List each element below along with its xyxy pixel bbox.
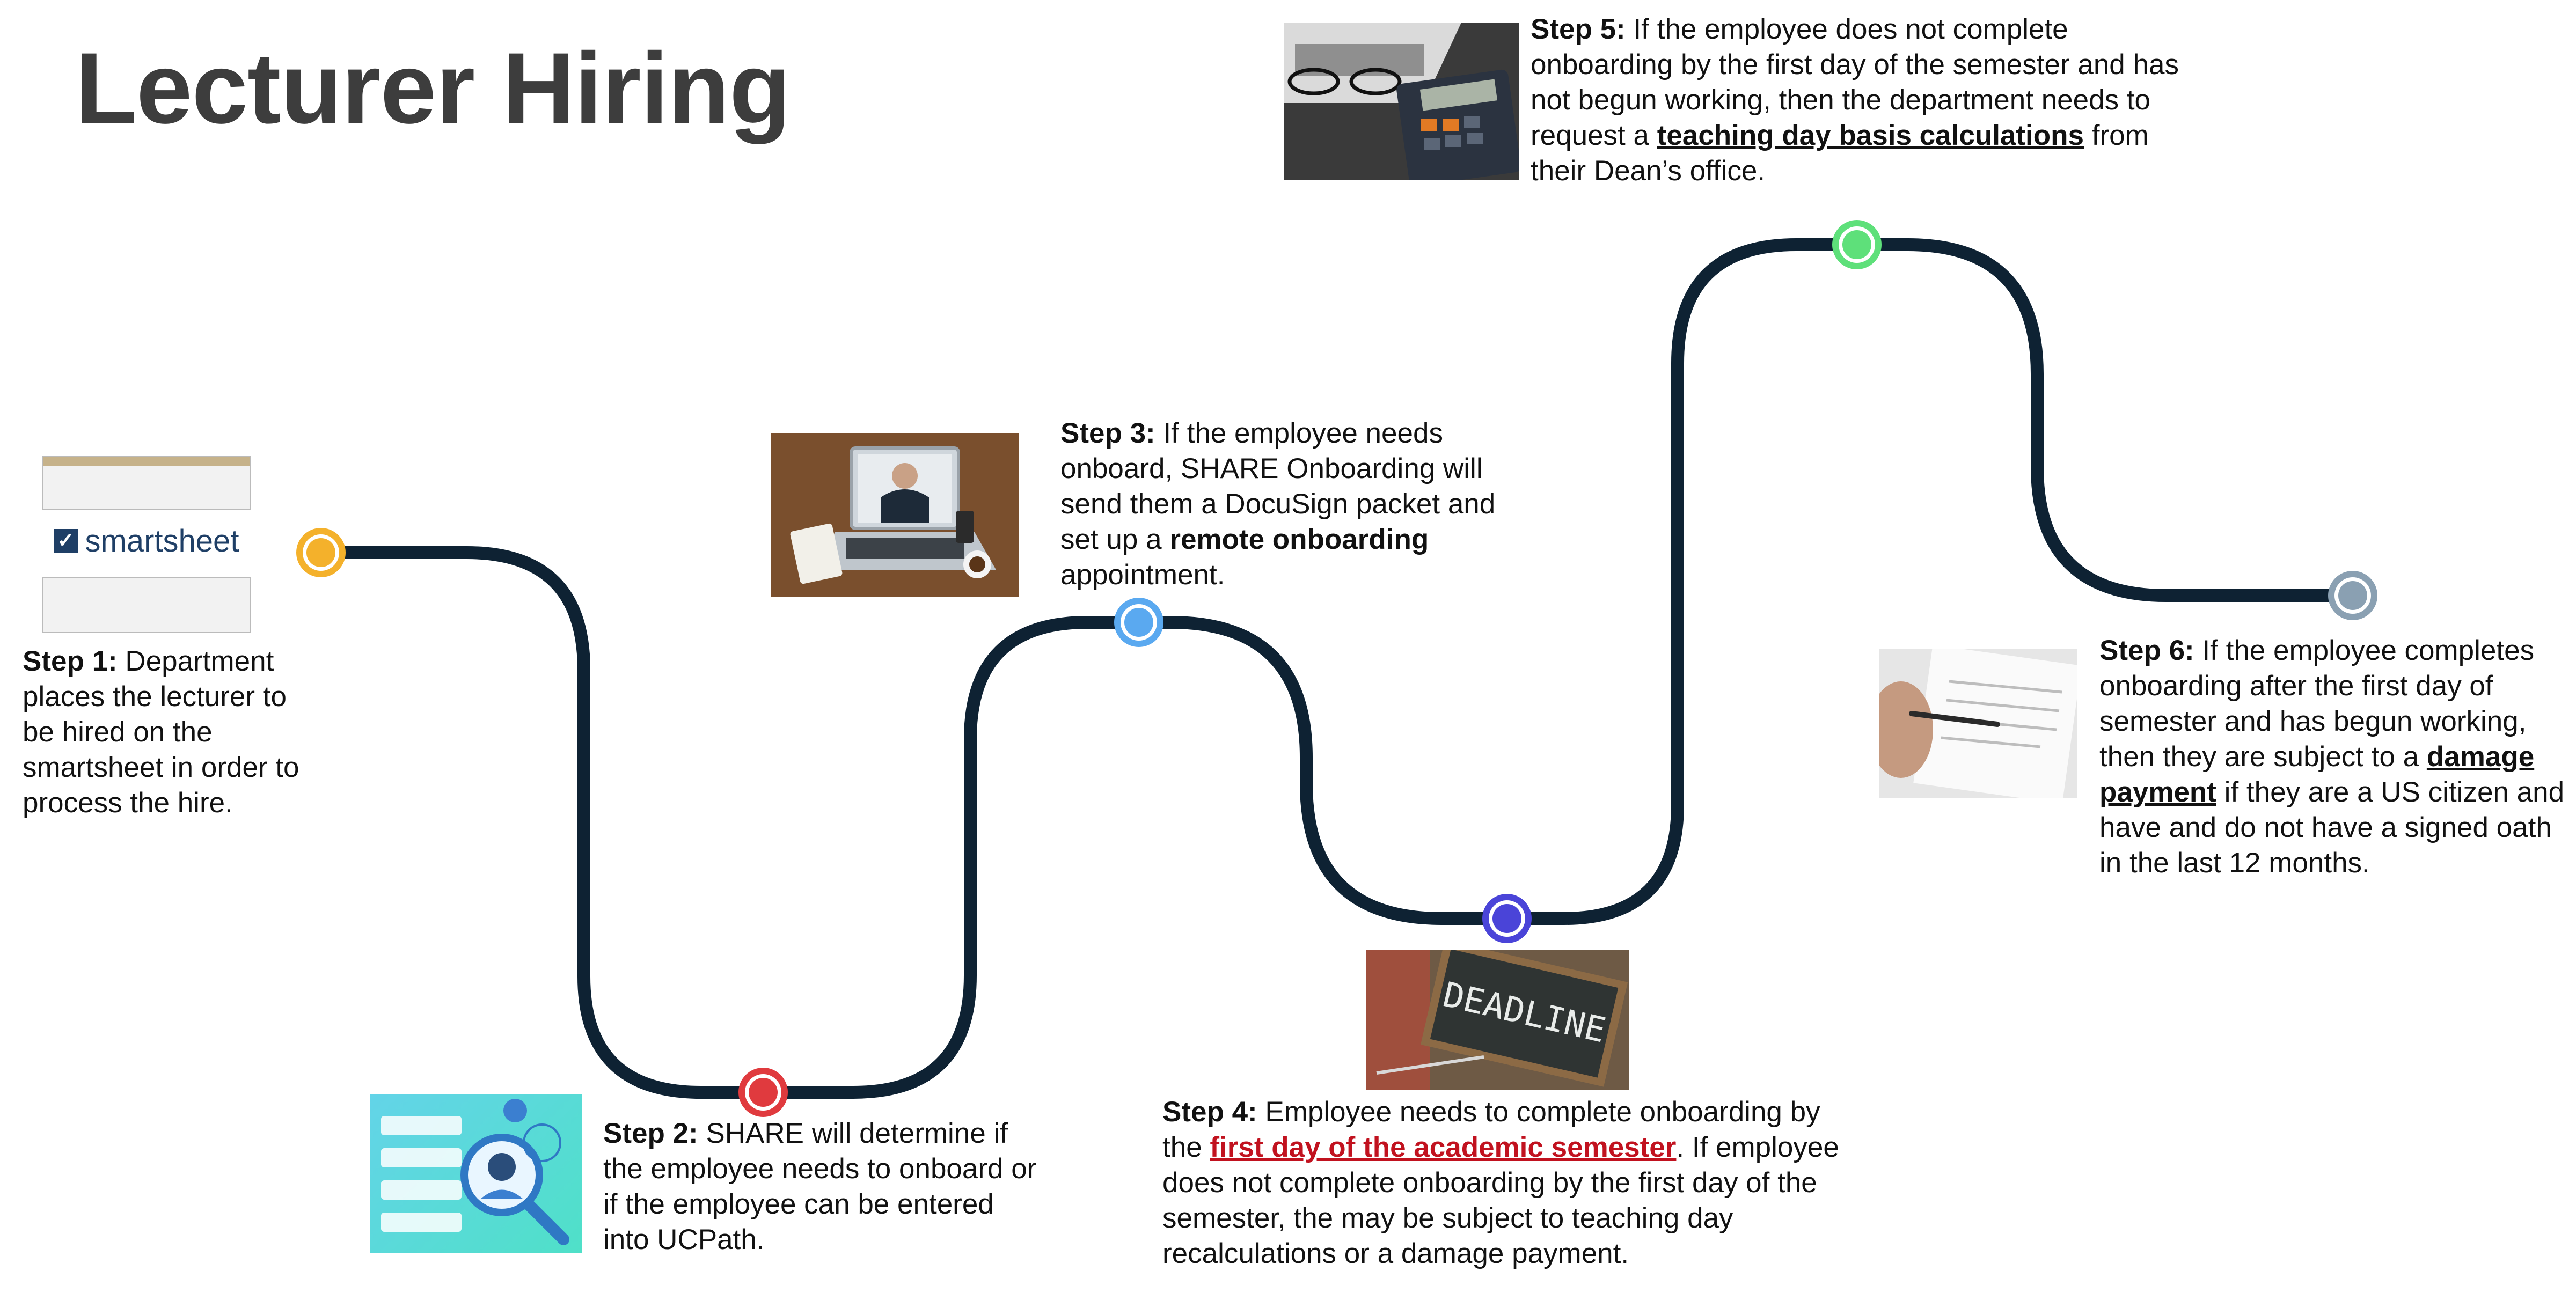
step-5-marker-dot: [1842, 230, 1871, 259]
check-icon: ✓: [54, 529, 78, 553]
step-6-description-a: If the employee completes onboarding aft…: [2099, 635, 2535, 773]
smartsheet-logo: ✓ smartsheet: [42, 519, 251, 562]
step-2-description: SHARE will determine if the employee nee…: [603, 1118, 1037, 1255]
step-2-marker-dot: [749, 1078, 778, 1107]
step-1-label: Step 1:: [23, 645, 118, 677]
first-day-of-semester-link[interactable]: first day of the academic semester: [1210, 1132, 1677, 1163]
calculator-illustration: [1284, 23, 1519, 180]
step-6-text: Step 6: If the employee completes onboar…: [2099, 633, 2572, 881]
step-5-text: Step 5: If the employee does not complet…: [1531, 12, 2207, 189]
step-1-text: Step 1: Department places the lecturer t…: [23, 644, 312, 821]
step-2-label: Step 2:: [603, 1118, 698, 1149]
spreadsheet-thumbnail-top: [42, 456, 251, 510]
step-2-text: Step 2: SHARE will determine if the empl…: [603, 1116, 1043, 1258]
calculator-laptop-image: [1284, 23, 1519, 180]
step-4-description-b: . If employee does not complete onboardi…: [1162, 1132, 1839, 1269]
step-2-marker: [738, 1068, 788, 1117]
signing-illustration: [1879, 649, 2077, 798]
step-3-marker-dot: [1124, 608, 1153, 637]
share-search-image: [370, 1094, 582, 1253]
deadline-illustration: DEADLINE: [1366, 950, 1629, 1090]
step-6-label: Step 6:: [2099, 635, 2194, 666]
roadmap-path: [314, 238, 2359, 1099]
step-6-marker: [2328, 571, 2377, 620]
step-3-description-b: appointment.: [1060, 559, 1225, 591]
laptop-video-call-illustration: [771, 433, 1019, 597]
step-4-marker: [1482, 894, 1532, 943]
step-4-label: Step 4:: [1162, 1096, 1257, 1128]
search-profile-illustration: [381, 1099, 569, 1245]
remote-onboarding-emphasis: remote onboarding: [1169, 524, 1429, 555]
step-3-label: Step 3:: [1060, 417, 1155, 449]
step-3-text: Step 3: If the employee needs onboard, S…: [1060, 416, 1533, 593]
remote-onboarding-image: [771, 433, 1019, 597]
step-5-marker: [1832, 220, 1882, 269]
spreadsheet-thumbnail-bottom: [42, 577, 251, 633]
step-6-marker-dot: [2338, 581, 2367, 610]
step-5-label: Step 5:: [1531, 13, 1626, 45]
page-title: Lecturer Hiring: [75, 32, 791, 144]
step-4-marker-dot: [1492, 904, 1521, 933]
step-3-marker: [1114, 598, 1163, 647]
damage-payment-link[interactable]: damage payment: [2099, 741, 2535, 808]
smartsheet-logo-text: smartsheet: [85, 523, 239, 559]
teaching-day-basis-calculations-link[interactable]: teaching day basis calculations: [1657, 120, 2084, 151]
step-5-description-b: from their Dean’s office.: [1531, 120, 2149, 187]
step-1-description: Department places the lecturer to be hir…: [23, 645, 299, 819]
smartsheet-image: ✓ smartsheet: [42, 456, 251, 633]
step-4-description-a: Employee needs to complete onboarding by…: [1162, 1096, 1820, 1163]
step-5-description-a: If the employee does not complete onboar…: [1531, 13, 2179, 151]
step-6-description-b: if they are a US citizen and have and do…: [2099, 776, 2565, 879]
step-1-marker-dot: [306, 538, 335, 567]
step-1-marker: [296, 528, 346, 577]
signing-document-image: [1879, 649, 2077, 798]
deadline-chalkboard-image: DEADLINE: [1366, 950, 1629, 1090]
step-3-description-a: If the employee needs onboard, SHARE Onb…: [1060, 417, 1496, 555]
step-4-text: Step 4: Employee needs to complete onboa…: [1162, 1094, 1860, 1272]
